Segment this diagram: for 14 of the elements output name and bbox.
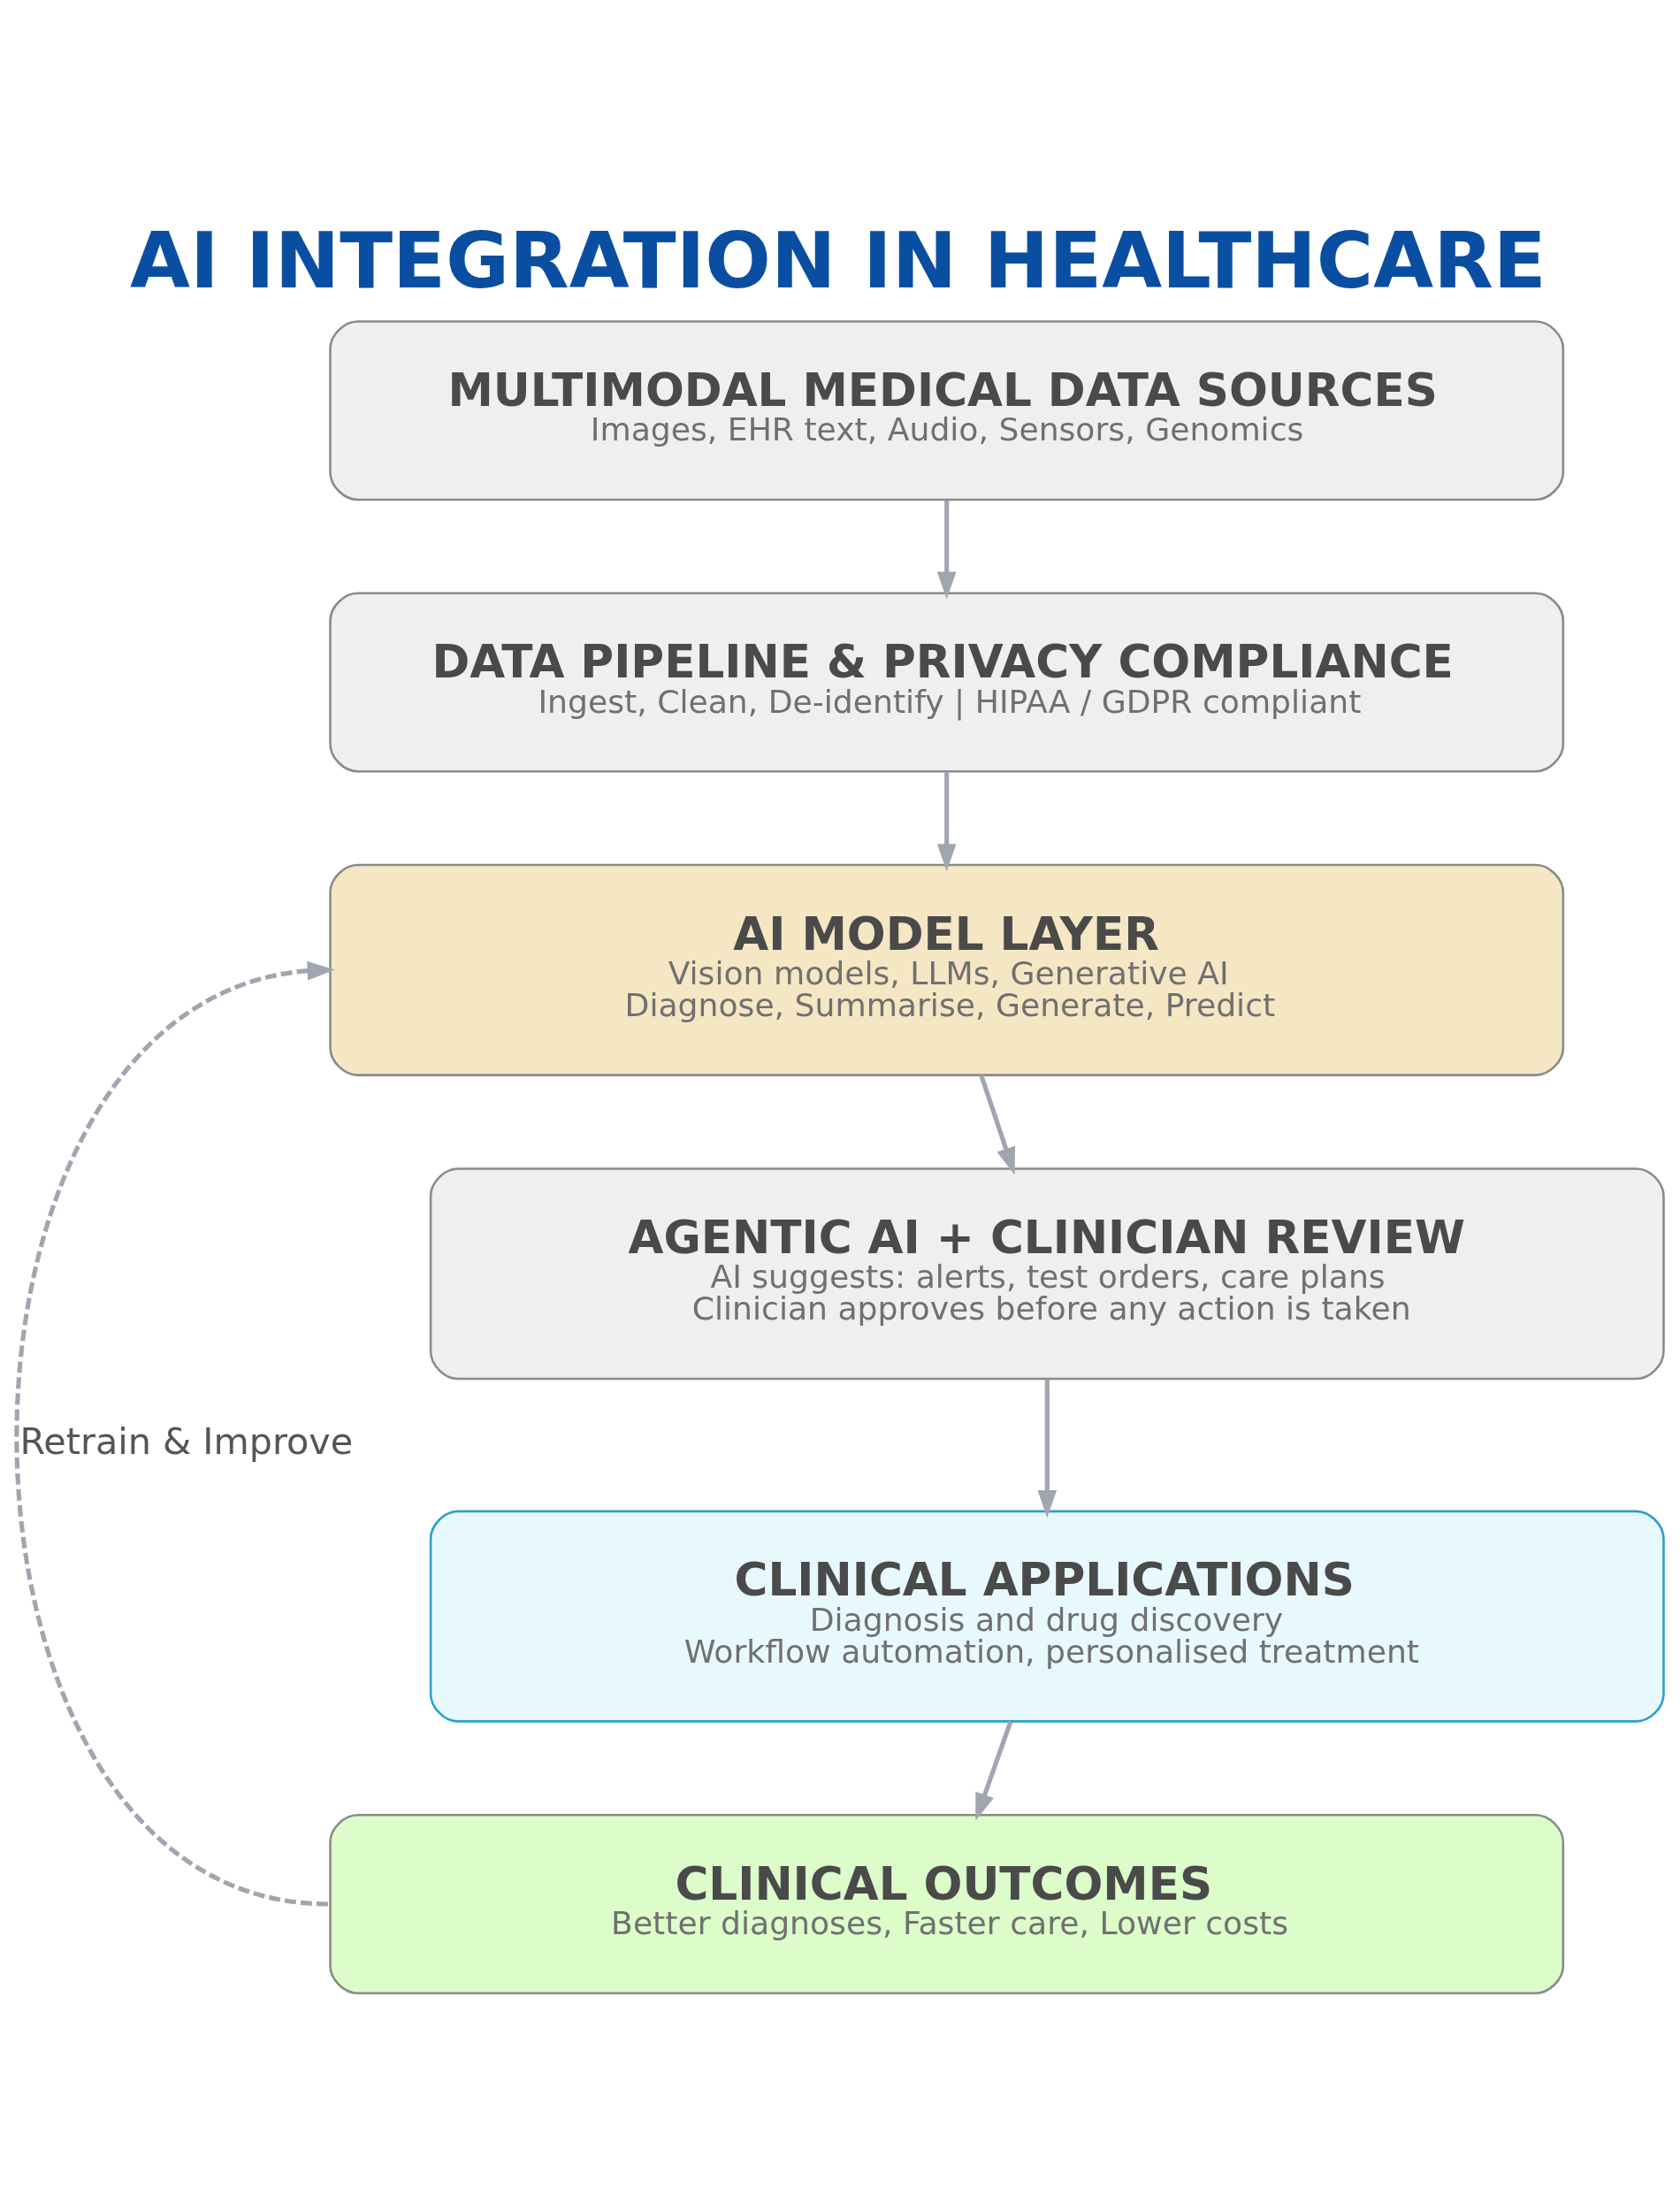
- arrow: [936, 771, 957, 871]
- diagram-title: AI INTEGRATION IN HEALTHCARE: [129, 215, 1546, 306]
- arrow: [975, 1720, 1013, 1821]
- node-box: CLINICAL OUTCOMES Better diagnoses, Faster care, Lower costs: [329, 1813, 1565, 1994]
- arrow: [14, 960, 335, 1906]
- node-box: AI MODEL LAYER Vision models, LLMs, Generative AI Diagnose, Summarise, Generate, Predict: [329, 863, 1565, 1076]
- arrow: [1037, 1379, 1058, 1518]
- arrow: [936, 500, 957, 600]
- node-box: AGENTIC AI + CLINICIAN REVIEW AI suggests: alerts, test orders, care plans Clinician approves before any action is taken: [429, 1167, 1665, 1380]
- node-box: DATA PIPELINE & PRIVACY COMPLIANCE Ingest, Clean, De-identify | HIPAA / GDPR compliant: [329, 592, 1565, 772]
- arrow: [979, 1074, 1016, 1174]
- edge-label: Retrain & Improve: [19, 1419, 354, 1463]
- node-box: MULTIMODAL MEDICAL DATA SOURCES Images, EHR text, Audio, Sensors, Genomics: [329, 319, 1565, 501]
- node-box: CLINICAL APPLICATIONS Diagnosis and drug discovery Workflow automation, personalised treatment: [429, 1510, 1665, 1723]
